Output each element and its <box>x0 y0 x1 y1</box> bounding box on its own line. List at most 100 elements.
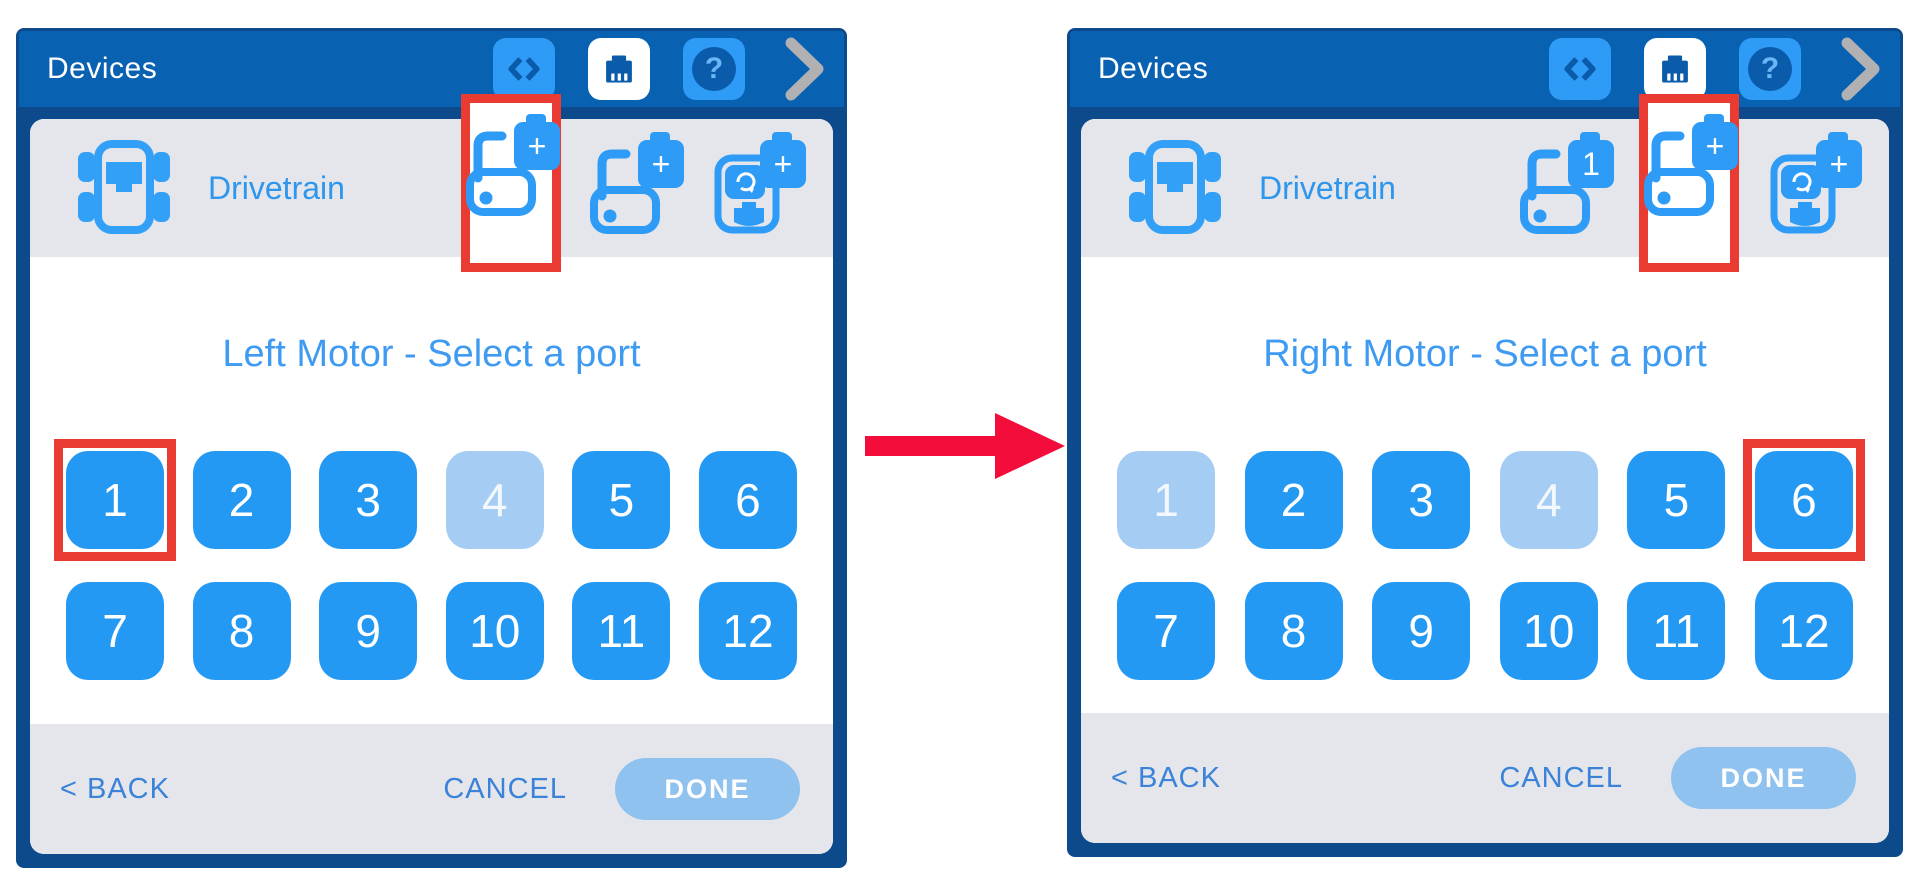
port-number: 12 <box>1778 605 1830 657</box>
back-button[interactable]: < BACK <box>60 772 170 805</box>
dialog-footer: < BACK CANCEL DONE <box>30 724 833 854</box>
device-slot[interactable]: + <box>461 94 561 272</box>
port-grid: 1 2 3 4 5 6 7 8 9 10 11 12 <box>1081 439 1889 680</box>
gyro-icon <box>714 154 780 234</box>
port-number: 10 <box>1523 605 1575 657</box>
port-button[interactable]: 7 <box>66 582 164 680</box>
drivetrain-config-card: Drivetrain 1 <box>1081 94 1889 843</box>
drivetrain-row: Drivetrain + <box>30 94 833 272</box>
port-number: 11 <box>1652 605 1701 657</box>
port-button[interactable]: 3 <box>1372 451 1471 549</box>
port-button[interactable]: 8 <box>192 582 291 680</box>
port-button[interactable]: 10 <box>1499 582 1598 680</box>
port-number: 3 <box>355 474 381 526</box>
page-title: Devices <box>1098 52 1209 85</box>
port-button[interactable]: 6 <box>698 451 797 549</box>
port-badge: + <box>1692 114 1738 170</box>
port-button[interactable]: 11 <box>1627 582 1726 680</box>
port-button[interactable]: 10 <box>445 582 544 680</box>
port-number: 2 <box>1280 474 1307 526</box>
port-number: 9 <box>355 605 381 657</box>
done-button[interactable]: DONE <box>615 758 800 820</box>
port-button[interactable]: 12 <box>1754 582 1853 680</box>
port-number: 1 <box>1153 474 1179 526</box>
port-number: 6 <box>735 474 761 526</box>
port-number: 6 <box>1791 474 1817 526</box>
step-arrow-right <box>865 413 1065 479</box>
port-button[interactable]: 9 <box>1372 582 1471 680</box>
device-slot[interactable]: 1 <box>1517 132 1614 240</box>
devices-header: Devices <box>19 31 844 107</box>
device-name-label: Drivetrain <box>208 169 345 206</box>
code-icon[interactable] <box>1549 38 1611 100</box>
help-icon[interactable]: ? <box>1739 38 1801 100</box>
drivetrain-icon <box>1129 140 1221 234</box>
port-number: 4 <box>481 474 508 526</box>
devices-panel-left: Devices <box>16 28 847 868</box>
port-number: 10 <box>469 605 521 657</box>
devices-port-icon[interactable] <box>1644 38 1706 100</box>
port-button[interactable]: 8 <box>1244 582 1343 680</box>
port-button[interactable]: 4 <box>1499 451 1598 549</box>
port-button[interactable]: 1 <box>1117 451 1215 549</box>
port-button[interactable]: 5 <box>572 451 671 549</box>
port-button[interactable]: 2 <box>1244 451 1343 549</box>
device-slot[interactable]: + <box>1765 132 1862 240</box>
port-number: 3 <box>1408 474 1434 526</box>
port-button[interactable]: 2 <box>192 451 291 549</box>
drivetrain-slots: 1 + <box>1517 94 1862 272</box>
port-button[interactable]: 4 <box>445 451 544 549</box>
cancel-button[interactable]: CANCEL <box>1499 761 1623 794</box>
device-slot[interactable]: + <box>709 132 806 240</box>
port-button[interactable]: 9 <box>319 582 418 680</box>
motor-icon <box>590 149 660 234</box>
cancel-button[interactable]: CANCEL <box>443 772 567 805</box>
port-button[interactable]: 12 <box>698 582 797 680</box>
port-number: 8 <box>228 605 255 657</box>
port-number: 7 <box>102 605 128 657</box>
port-badge: 1 <box>1568 132 1614 188</box>
port-grid: 1 2 3 4 5 6 7 8 9 10 11 12 <box>30 439 833 680</box>
port-button[interactable]: 11 <box>572 582 671 680</box>
port-number: 8 <box>1280 605 1307 657</box>
collapse-chevron-icon[interactable] <box>1840 36 1882 102</box>
port-number: 1 <box>102 474 128 526</box>
port-button[interactable]: 5 <box>1627 451 1726 549</box>
device-slot[interactable]: + <box>1639 94 1739 272</box>
port-number: 5 <box>1663 474 1690 526</box>
motor-icon <box>1644 131 1714 216</box>
port-number: 11 <box>597 605 646 657</box>
code-icon[interactable] <box>493 38 555 100</box>
device-slot[interactable]: + <box>587 132 684 240</box>
port-badge: + <box>638 132 684 188</box>
drivetrain-row: Drivetrain 1 <box>1081 94 1889 272</box>
gyro-icon <box>1770 154 1836 234</box>
dialog-footer: < BACK CANCEL DONE <box>1081 713 1889 843</box>
port-button[interactable]: 3 <box>319 451 418 549</box>
port-number: 5 <box>608 474 635 526</box>
port-select-prompt: Left Motor - Select a port <box>222 332 641 375</box>
drivetrain-slots: + + <box>461 94 806 272</box>
drivetrain-icon <box>78 140 170 234</box>
port-badge: + <box>1816 132 1862 188</box>
port-number: 7 <box>1153 605 1179 657</box>
port-button[interactable]: 6 <box>1742 439 1865 561</box>
devices-header: Devices <box>1070 31 1900 107</box>
port-select-prompt: Right Motor - Select a port <box>1263 332 1707 375</box>
drivetrain-config-card: Drivetrain + <box>30 94 833 854</box>
port-number: 4 <box>1535 474 1562 526</box>
page-title: Devices <box>47 52 158 85</box>
collapse-chevron-icon[interactable] <box>784 36 826 102</box>
devices-port-icon[interactable] <box>588 38 650 100</box>
port-badge: + <box>514 114 560 170</box>
motor-icon <box>466 131 536 216</box>
port-button[interactable]: 7 <box>1117 582 1215 680</box>
arrow-head <box>995 413 1065 479</box>
port-button[interactable]: 1 <box>54 439 176 561</box>
port-number: 9 <box>1408 605 1434 657</box>
help-icon[interactable]: ? <box>683 38 745 100</box>
header-icons: ? <box>1549 36 1882 102</box>
back-button[interactable]: < BACK <box>1111 761 1221 794</box>
done-button[interactable]: DONE <box>1671 747 1856 809</box>
